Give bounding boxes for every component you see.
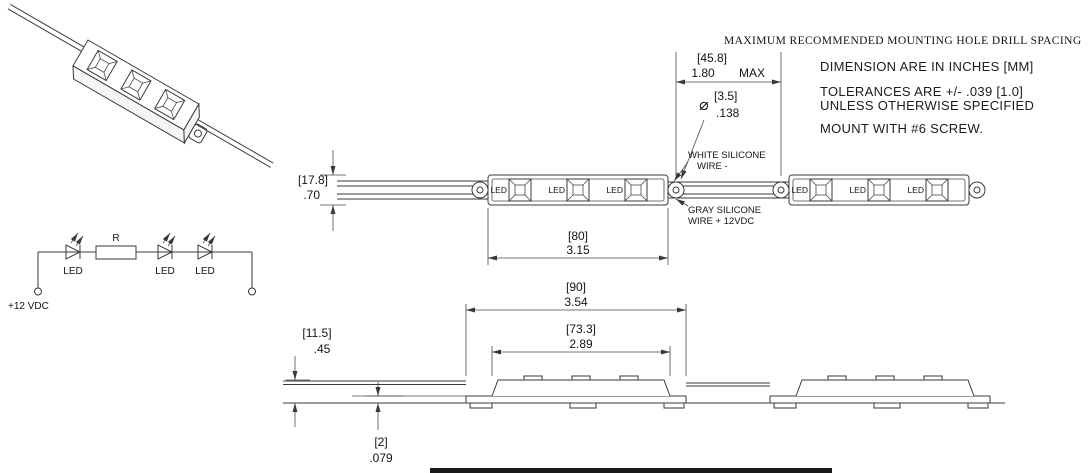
top-view: [17.8] .70 [80] 3.15 [45.8] 1.80 MAX ⌀ [… <box>298 51 985 265</box>
dim-hole-diameter-mm: [3.5] <box>714 89 737 103</box>
interconnect-wires <box>668 181 789 199</box>
supply-voltage-label: +12 VDC <box>8 301 49 312</box>
gray-wire-label-line1: GRAY SILICONE <box>688 205 761 216</box>
dim-module-length: [80] 3.15 <box>487 208 669 265</box>
dim-hole-diameter: ⌀ [3.5] .138 <box>680 89 740 180</box>
resistor-label: R <box>112 233 119 244</box>
dim-hole-diameter-inch: .138 <box>716 106 740 120</box>
dim-module-height-inch: .70 <box>303 188 320 202</box>
terminal-negative <box>248 287 256 296</box>
isometric-view <box>7 3 274 168</box>
dim-module-height: [17.8] .70 <box>298 150 346 231</box>
wire <box>10 3 85 48</box>
schematic-view: R LED LED LED +12 VDC <box>8 233 256 312</box>
dim-profile-height: [11.5] .45 <box>286 326 332 427</box>
side-interconnect-wires <box>686 382 770 387</box>
dim-body-length: [73.3] 2.89 <box>491 322 671 376</box>
module-end-face <box>183 102 200 145</box>
schematic-led-label: LED <box>63 266 82 277</box>
dim-profile-height-mm: [11.5] <box>302 326 331 340</box>
dim-base-thickness-inch: .079 <box>369 451 393 465</box>
note-units: DIMENSION ARE IN INCHES [MM] <box>820 59 1034 74</box>
resistor-symbol <box>95 245 137 260</box>
white-wire-label-line2: WIRE - <box>697 161 728 172</box>
dim-module-length-inch: 3.15 <box>566 243 590 257</box>
wire <box>197 119 274 164</box>
wire <box>195 123 272 168</box>
note-tolerance-line2: UNLESS OTHERWISE SPECIFIED <box>820 98 1034 113</box>
side-view: [90] 3.54 [73.3] 2.89 [11.5] .45 [2] .07… <box>283 280 1005 465</box>
dim-profile-height-inch: .45 <box>314 342 331 356</box>
diameter-symbol: ⌀ <box>699 95 709 114</box>
dim-overall-length-mm: [90] <box>566 280 586 294</box>
schematic-led-label: LED <box>155 266 174 277</box>
terminal-positive <box>34 287 42 296</box>
general-notes: MAXIMUM RECOMMENDED MOUNTING HOLE DRILL … <box>724 35 1082 136</box>
dim-module-height-mm: [17.8] <box>298 173 328 187</box>
side-lead-wires <box>283 380 466 385</box>
dim-overall-length: [90] 3.54 <box>465 280 687 376</box>
gray-wire-callout: GRAY SILICONE WIRE + 12VDC <box>675 198 761 227</box>
cropped-bottom-element <box>430 468 832 473</box>
dim-body-length-inch: 2.89 <box>569 337 593 351</box>
dim-hole-spacing-inch: 1.80 <box>691 66 715 80</box>
dim-hole-spacing: [45.8] 1.80 MAX <box>675 51 782 176</box>
schematic-led-label: LED <box>195 266 214 277</box>
white-wire-callout: WHITE SILICONE WIRE - <box>673 150 766 182</box>
mounting-hole <box>193 129 202 138</box>
dim-hole-spacing-qualifier: MAX <box>739 66 765 80</box>
note-drill-spacing: MAXIMUM RECOMMENDED MOUNTING HOLE DRILL … <box>724 35 1082 47</box>
wire <box>7 8 82 52</box>
white-wire-label-line1: WHITE SILICONE <box>688 150 766 161</box>
dim-base-thickness-mm: [2] <box>374 435 387 449</box>
note-mounting: MOUNT WITH #6 SCREW. <box>820 121 983 136</box>
dim-overall-length-inch: 3.54 <box>564 295 588 309</box>
dim-module-length-mm: [80] <box>568 229 588 243</box>
dim-base-thickness: [2] .079 <box>352 382 404 465</box>
lead-wires <box>337 180 489 200</box>
note-tolerance-line1: TOLERANCES ARE +/- .039 [1.0] <box>820 84 1023 99</box>
gray-wire-label-line2: WIRE + 12VDC <box>688 216 754 227</box>
dim-body-length-mm: [73.3] <box>566 322 596 336</box>
dim-hole-spacing-mm: [45.8] <box>697 51 727 65</box>
